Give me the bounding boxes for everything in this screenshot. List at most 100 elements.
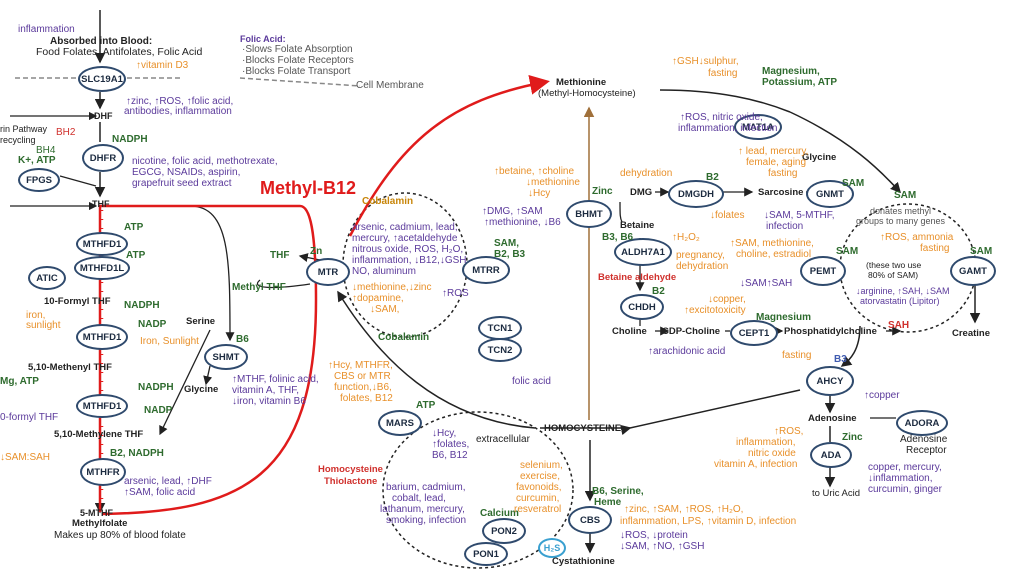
gnmt-inhibitors-2: infection bbox=[766, 221, 804, 232]
shmt-inhibitors-1: ↑MTHF, folinic acid, bbox=[232, 374, 319, 385]
ahcy-enzyme: AHCY bbox=[806, 366, 854, 396]
gnmt-promoters-1: ↑ lead, mercury, bbox=[738, 146, 809, 157]
b2-dmgdh-cofactor: B2 bbox=[706, 172, 719, 183]
methyl-b12-arrow-methionine bbox=[348, 74, 550, 237]
bh2-label: BH2 bbox=[56, 127, 76, 138]
mthfd1l-enzyme: MTHFD1L bbox=[74, 256, 130, 280]
aldh-h2o2-label: ↑H₂O₂ bbox=[672, 232, 700, 243]
dhfr-enzyme: DHFR bbox=[82, 144, 124, 172]
dhf-label: DHF bbox=[94, 111, 113, 121]
slc19a1-enzyme: SLC19A1 bbox=[78, 66, 126, 92]
mtr-inhibitors-5: NO, aluminum bbox=[352, 266, 416, 277]
pon2-enzyme: PON2 bbox=[482, 518, 526, 544]
mtrr-enzyme: MTRR bbox=[462, 256, 510, 284]
atp-cofactor-1: ATP bbox=[124, 222, 144, 233]
homocysteine-label: HOMOCYSTEINE bbox=[544, 423, 622, 434]
bhmt-enzyme: BHMT bbox=[566, 200, 612, 228]
h2s-node: H₂S bbox=[538, 538, 566, 558]
5-10-methenyl-thf-label: 5,10-Methenyl THF bbox=[28, 362, 112, 373]
b2-nadph-cofactor: B2, NADPH bbox=[110, 448, 164, 459]
gamt-inhibitors-2: atorvastatin (Lipitor) bbox=[860, 296, 940, 306]
nadp-cofactor-1: NADP bbox=[138, 319, 167, 330]
methyl-b12-highlight-label: Methyl-B12 bbox=[260, 178, 357, 198]
cept1-enzyme: CEPT1 bbox=[730, 320, 778, 346]
sam-pemt-cofactor: SAM bbox=[836, 246, 859, 257]
mtr-enzyme: MTR bbox=[306, 258, 350, 286]
b6-serine-cofactor: B6, Serine, bbox=[592, 486, 644, 497]
folic-acid-line-2: ·Blocks Folate Receptors bbox=[242, 55, 354, 66]
gamt-enzyme: GAMT bbox=[950, 256, 996, 286]
pemt-promoters-1: ↑SAM, methionine, bbox=[730, 238, 814, 249]
pon-inhibitors-2: cobalt, lead, bbox=[392, 493, 446, 504]
mg-potassium-atp-1: Magnesium, bbox=[762, 66, 820, 77]
betaine-aldehyde-label: Betaine aldehyde bbox=[598, 272, 677, 283]
gnmt-enzyme: GNMT bbox=[806, 180, 854, 208]
chdh-promoters-2: ↑excitotoxicity bbox=[684, 305, 746, 316]
mthfr-inhibitors-1: arsenic, lead, ↑DHF bbox=[124, 476, 212, 487]
mthfd1-enzyme-b: MTHFD1 bbox=[76, 324, 128, 350]
bhmt-promoters-2: ↓methionine bbox=[526, 177, 580, 188]
creatine-label: Creatine bbox=[952, 328, 991, 339]
b2-chdh-cofactor: B2 bbox=[652, 286, 665, 297]
cbs-enzyme: CBS bbox=[568, 506, 612, 534]
these-two-1: (these two use bbox=[866, 260, 922, 270]
mat-promoters-2: fasting bbox=[708, 68, 738, 79]
atp-cofactor-2: ATP bbox=[126, 250, 146, 261]
ahcy-fasting-label: fasting bbox=[782, 350, 812, 361]
atp-mars-cofactor: ATP bbox=[416, 400, 436, 411]
cobalamin-bottom-label: Cobalamin bbox=[378, 332, 430, 343]
zinc-bhmt-cofactor: Zinc bbox=[592, 186, 613, 197]
bhmt-promoters-3: ↓Hcy bbox=[528, 188, 551, 199]
sam-b2-b3-cofactor-2: B2, B3 bbox=[494, 249, 526, 260]
adenosine-label: Adenosine bbox=[808, 413, 857, 424]
cell-membrane-line bbox=[15, 77, 361, 87]
bh4-label: BH4 bbox=[36, 145, 56, 156]
pon-promoters-2: exercise, bbox=[520, 471, 561, 482]
fpgs-enzyme: FPGS bbox=[18, 168, 60, 192]
mars-enzyme: MARS bbox=[378, 410, 422, 436]
choline-label: Choline bbox=[612, 326, 647, 337]
dhfr-inhibitors-2: EGCG, NSAIDs, aspirin, bbox=[132, 167, 241, 178]
cbs-inhibitors-1: ↓ROS, ↓protein bbox=[620, 530, 688, 541]
glycine-gnmt-label: Glycine bbox=[802, 152, 837, 163]
absorbed-title: Absorbed into Blood: bbox=[50, 36, 153, 47]
5-mthf-label: 5-MTHF bbox=[80, 508, 113, 518]
10-formyl-thf-label: 10-Formyl THF bbox=[44, 296, 111, 307]
methyl-thf-label: Methyl THF bbox=[232, 282, 286, 293]
pon-promoters-1: selenium, bbox=[520, 460, 563, 471]
zinc-ada-cofactor: Zinc bbox=[842, 432, 863, 443]
dehydration-label: dehydration bbox=[620, 168, 673, 179]
cbs-promoters-1: ↑zinc, ↑SAM, ↑ROS, ↑H₂O, bbox=[624, 504, 744, 515]
homocysteine-thiolactone-1: Homocysteine bbox=[318, 464, 383, 475]
b3-ahcy-cofactor: B3 bbox=[834, 354, 847, 365]
thf-mtr-label: THF bbox=[270, 250, 290, 261]
inflammation-label: inflammation bbox=[18, 24, 75, 35]
mars-inhibitors-2: ↑folates, bbox=[432, 439, 470, 450]
magnesium-cept-cofactor: Magnesium bbox=[756, 312, 812, 323]
pemt-enzyme: PEMT bbox=[800, 256, 846, 286]
shmt-inhibitors-3: ↓iron, vitamin B6 bbox=[232, 396, 306, 407]
ada-promoters-3: nitric oxide bbox=[748, 448, 796, 459]
mtr-promoters-3: ↓SAM, bbox=[370, 304, 400, 315]
slc-inhibitors-2: antibodies, inflammation bbox=[124, 106, 232, 117]
mtr-inhibitors-4: inflammation, ↓B12,↓GSH bbox=[352, 255, 467, 266]
cdp-choline-label: CDP-Choline bbox=[662, 326, 721, 337]
cbs-promoters-2: inflammation, LPS, ↑vitamin D, infection bbox=[620, 516, 797, 527]
iron-sunlight-shmt: Iron, Sunlight bbox=[140, 336, 199, 347]
sunlight-label: sunlight bbox=[26, 320, 61, 331]
mars-promoters-4: folates, B12 bbox=[340, 393, 393, 404]
b3-b6-cofactor: B3, B6 bbox=[602, 232, 634, 243]
serine-label: Serine bbox=[186, 316, 216, 327]
homocysteine-thiolactone-2: Thiolactone bbox=[324, 476, 378, 487]
dhfr-inhibitors-3: grapefruit seed extract bbox=[132, 178, 232, 189]
nadph-cofactor-2: NADPH bbox=[138, 382, 174, 393]
mat-promoters-1: ↑GSH↓sulphur, bbox=[672, 56, 739, 67]
mat-inhibitors-2: inflammation, infection bbox=[678, 123, 778, 134]
folic-acid-line-1: ·Slows Folate Absorption bbox=[242, 44, 353, 55]
calcium-cofactor: Calcium bbox=[480, 508, 519, 519]
sam-node-label: SAM bbox=[894, 190, 917, 201]
cell-membrane-label: Cell Membrane bbox=[356, 80, 424, 91]
folates-label: ↓folates bbox=[710, 210, 745, 221]
mtrr-ros-label: ↑ROS bbox=[442, 288, 469, 299]
